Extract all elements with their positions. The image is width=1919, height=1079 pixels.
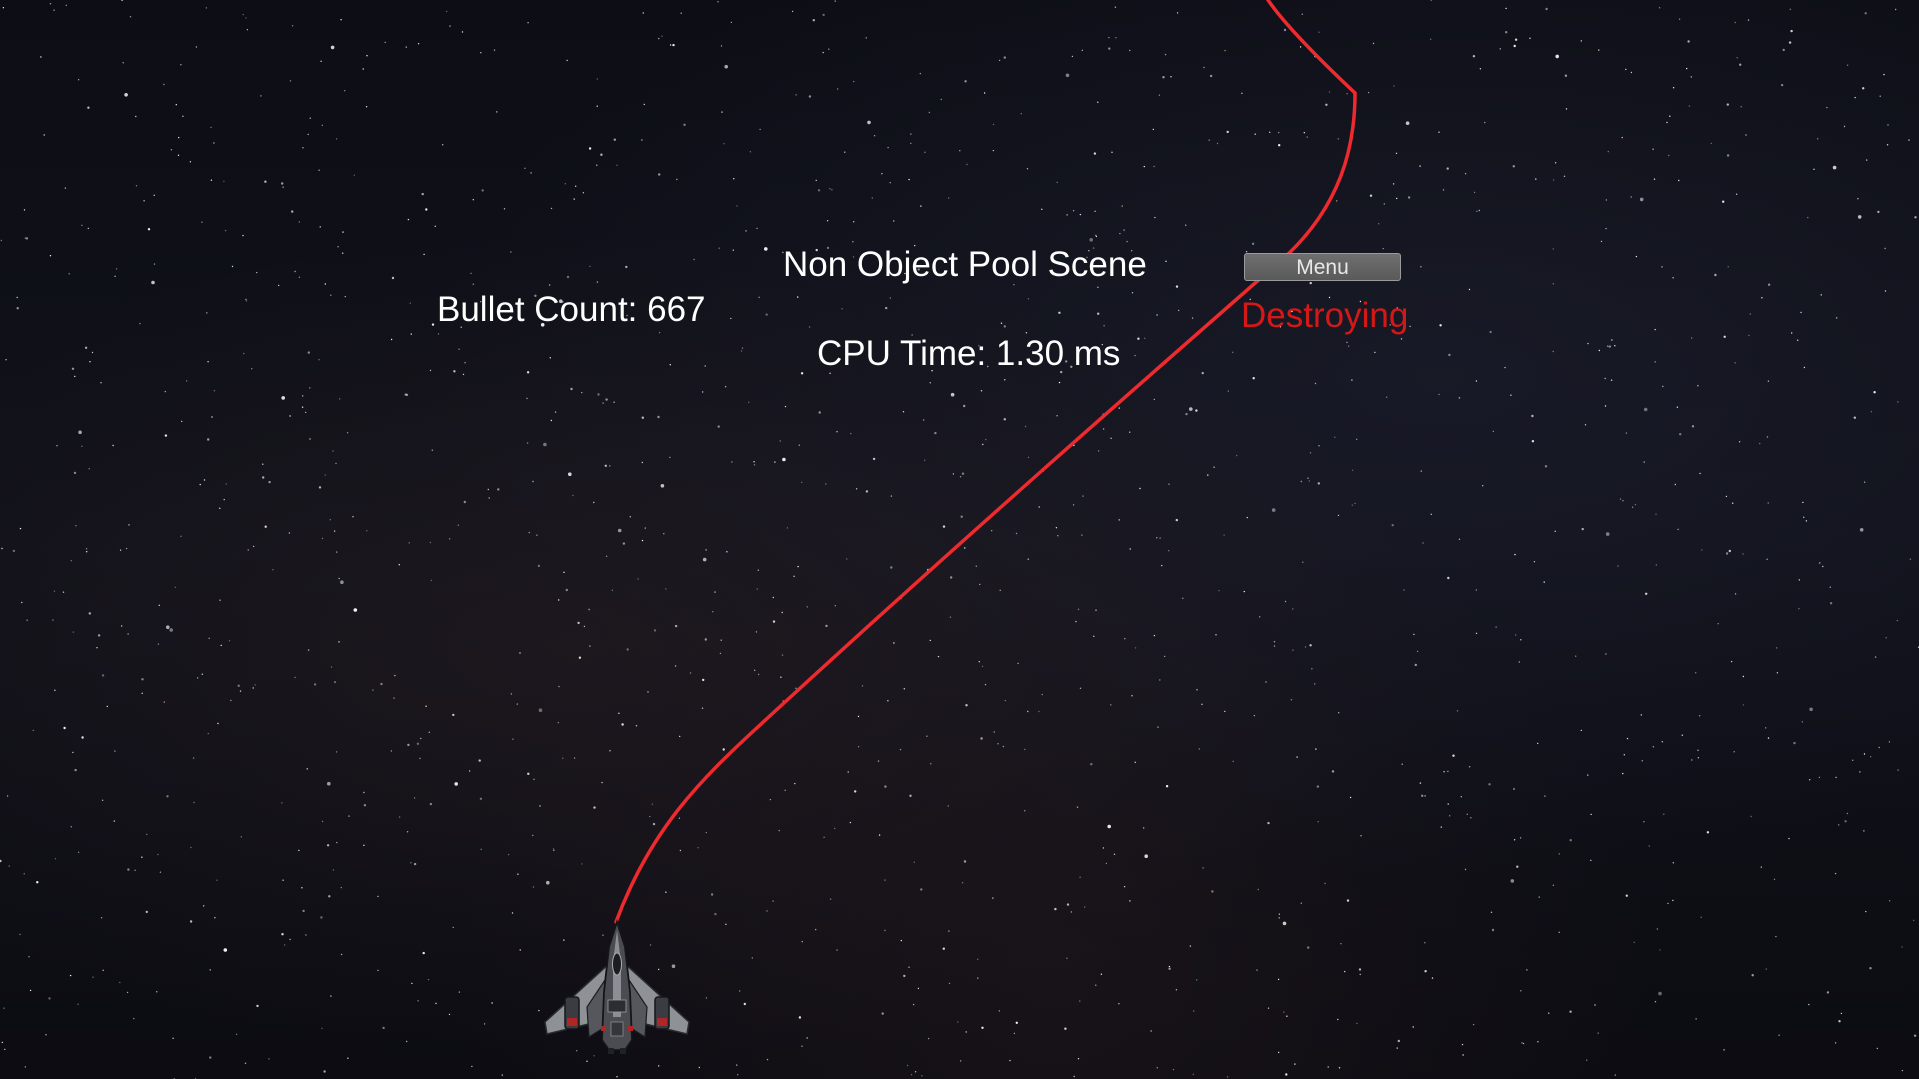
bullet-trail-path	[614, 0, 1357, 924]
cpu-time-label: CPU Time: 1.30 ms	[817, 334, 1121, 373]
scene-title: Non Object Pool Scene	[783, 245, 1147, 284]
status-label: Destroying	[1241, 296, 1409, 335]
bullet-count-label: Bullet Count: 667	[437, 290, 706, 329]
menu-button[interactable]: Menu	[1244, 253, 1401, 281]
